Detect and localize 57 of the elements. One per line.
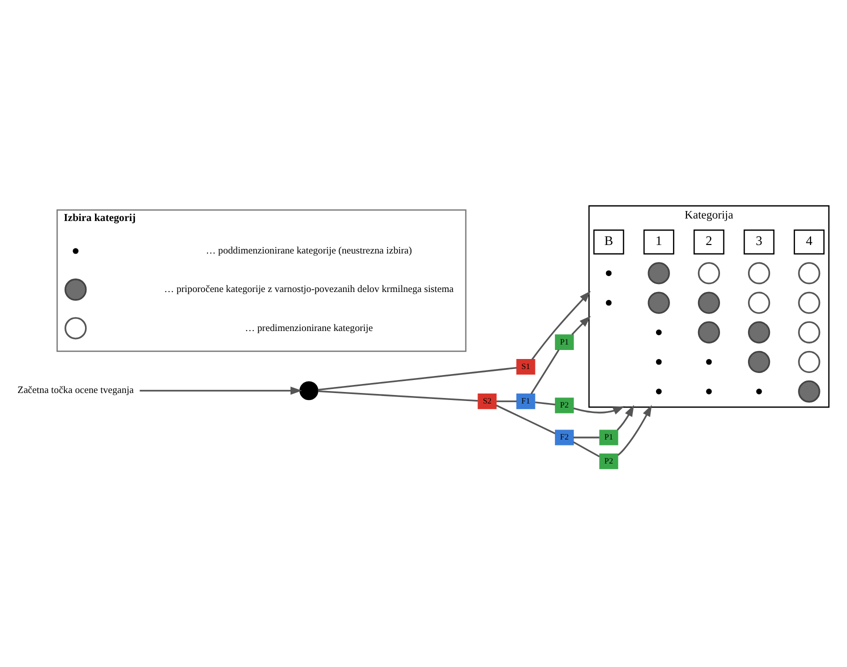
node-dot (706, 388, 712, 394)
node-disc (698, 320, 720, 343)
node-disc (798, 380, 820, 402)
connector (535, 401, 556, 405)
node-box: B (593, 228, 624, 254)
node-circle (798, 350, 820, 373)
arrow (531, 290, 591, 360)
node-disc (64, 278, 87, 300)
arrow (616, 404, 634, 430)
node-box: P1 (599, 429, 618, 445)
arrow (571, 315, 591, 335)
node-dot (656, 358, 662, 364)
node-box: S1 (516, 358, 536, 374)
connector (496, 404, 556, 434)
node-disc (648, 291, 670, 314)
connector (496, 400, 517, 402)
arrow (140, 386, 302, 394)
connector (318, 366, 517, 390)
node-box: P2 (554, 397, 574, 413)
node-circle (798, 320, 820, 343)
node-circle (698, 262, 720, 284)
legend-label: … poddimenzionirane kategorije (neustrezna izbira) (206, 245, 412, 256)
node-box: 3 (744, 228, 774, 254)
node-disc (648, 262, 670, 284)
node-text: Začetna točka ocene tveganja (18, 384, 134, 396)
node-circle (748, 262, 770, 284)
node-disc (698, 291, 720, 314)
node-box: F1 (516, 393, 536, 409)
node-disc (748, 350, 770, 373)
connector (573, 436, 600, 438)
connector (530, 348, 560, 394)
node-box: F2 (554, 429, 574, 445)
node-box: 1 (643, 228, 674, 254)
node-circle (299, 380, 318, 400)
node-disc (748, 320, 770, 343)
node-circle (798, 291, 820, 314)
node-dot (72, 248, 78, 254)
node-box: S2 (478, 393, 497, 409)
node-dot (756, 388, 762, 394)
node-box: 2 (694, 228, 724, 254)
node-box: P1 (554, 334, 574, 350)
node-circle (64, 316, 87, 339)
arrow (573, 406, 625, 414)
node-circle (748, 291, 770, 314)
arrow (617, 404, 652, 456)
node-dot (706, 358, 712, 364)
connector (318, 390, 478, 402)
legend-label: … predimenzionirane kategorije (244, 322, 373, 334)
node-dot (656, 388, 662, 394)
legend-label: … priporočene kategorije z varnostjo-povezanih delov krmilnega sistema (164, 284, 454, 295)
node-dot (606, 299, 612, 306)
node-circle (798, 262, 820, 284)
connector (573, 440, 600, 457)
node-dot (606, 270, 612, 276)
node-box: P2 (599, 453, 618, 469)
node-dot (656, 328, 662, 335)
node-box: 4 (794, 228, 825, 254)
